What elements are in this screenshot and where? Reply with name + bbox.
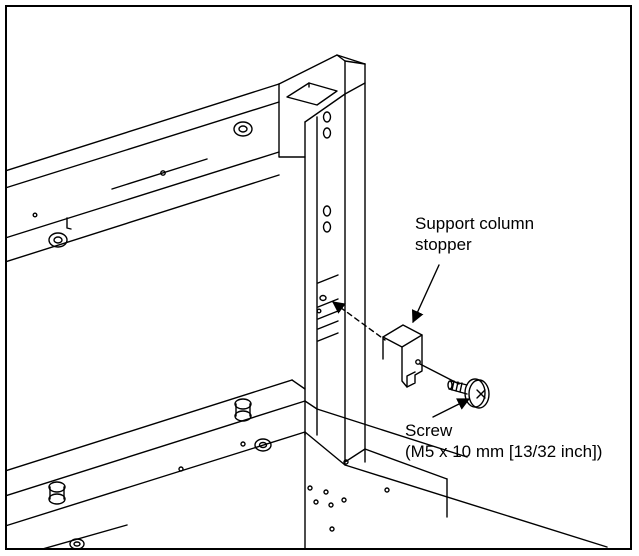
support-column: [278, 54, 366, 463]
insertion-guide-line: [331, 301, 386, 341]
stopper-callout-line2: stopper: [415, 235, 472, 254]
bottom-rail: [7, 379, 366, 527]
screw-part: [447, 378, 490, 409]
stopper-callout-line1: Support column: [415, 214, 535, 233]
bottom-tray: [43, 408, 608, 548]
screw-callout-line1: Screw: [405, 421, 453, 440]
stopper-callout-label: Support column stopper: [415, 213, 534, 255]
support-column-stopper-part: [382, 324, 423, 388]
tray-holes: [307, 459, 390, 532]
screw-callout-label: Screw (M5 x 10 mm [13/32 inch]): [405, 420, 602, 462]
screw-callout-line2: (M5 x 10 mm [13/32 inch]): [405, 442, 603, 461]
figure-frame: Support column stopper Screw (M5 x 10 mm…: [5, 5, 632, 550]
callout-arrow: [411, 264, 440, 324]
column-slots: [316, 274, 339, 342]
rail-screw-icon: [48, 398, 272, 548]
column-holes: [322, 111, 332, 233]
rack-frame-illustration: [7, 54, 608, 548]
callout-arrow: [432, 398, 471, 418]
top-rail: [7, 83, 280, 263]
rail-screw-icon: [32, 121, 253, 248]
